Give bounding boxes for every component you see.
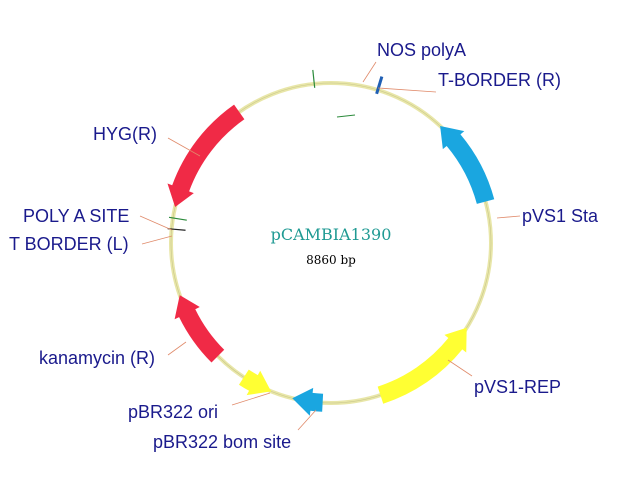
leader-pvs1-sta (496, 215, 521, 219)
nos-polya-inner-mark (336, 114, 356, 118)
feature-hyg-r (167, 104, 245, 208)
label-pvs1-rep: pVS1-REP (474, 377, 561, 397)
leader-pbr322-ori (231, 392, 271, 406)
label-kanamycin-r: kanamycin (R) (39, 348, 155, 368)
leader-poly-a-site (139, 215, 173, 231)
label-pvs1-sta: pVS1 Sta (522, 206, 599, 226)
feature-t-border-l (168, 216, 187, 221)
feature-pbr322-bom (292, 387, 324, 416)
label-hyg-r: HYG(R) (93, 124, 157, 144)
label-pbr322-bom: pBR322 bom site (153, 432, 291, 452)
leader-pbr322-bom (297, 409, 317, 431)
plasmid-name: pCAMBIA1390 (271, 225, 392, 244)
leader-t-border-l (141, 235, 173, 245)
label-t-border-r: T-BORDER (R) (438, 70, 561, 90)
plasmid-backbone-line (170, 82, 492, 404)
label-nos-polya: NOS polyA (377, 40, 466, 60)
features-layer (167, 69, 495, 416)
label-poly-a-site: POLY A SITE (23, 206, 129, 226)
leader-nos-polya (362, 61, 377, 83)
feature-t-border-r (375, 76, 384, 95)
plasmid-size: 8860 bp (306, 253, 356, 267)
feature-pvs1-sta (440, 125, 495, 204)
feature-pvs1-rep (377, 327, 467, 404)
leaders-layer (139, 61, 521, 431)
label-t-border-l: T BORDER (L) (9, 234, 129, 254)
label-pbr322-ori: pBR322 ori (128, 402, 218, 422)
leader-t-border-r (377, 87, 437, 93)
leader-kanamycin-r (167, 341, 187, 356)
feature-nos-polya (312, 69, 316, 88)
leader-pvs1-rep (447, 359, 473, 377)
leader-hyg-r (167, 137, 201, 157)
feature-kanamycin-r (174, 295, 225, 363)
feature-pbr322-ori (238, 369, 272, 396)
